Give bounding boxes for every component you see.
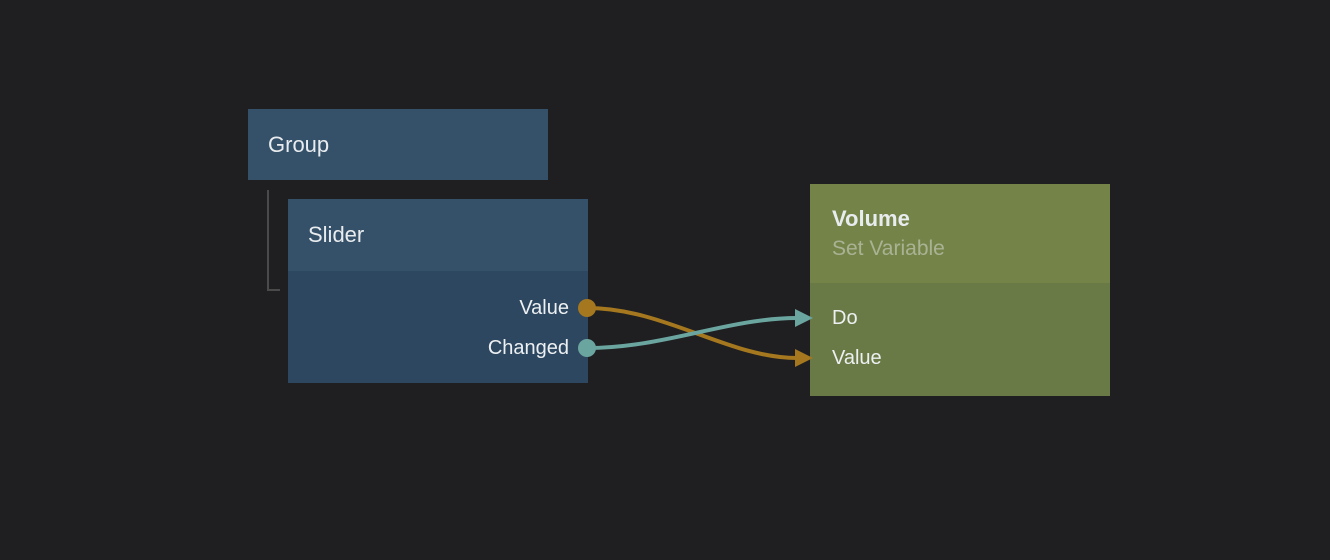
slider-node-header[interactable]: Slider [288, 199, 588, 271]
slider-output-port-changed-dot[interactable] [578, 339, 596, 357]
slider-output-label-value: Value [519, 297, 569, 319]
wire-slider-changed-to-volume-do[interactable] [585, 316, 799, 350]
group-child-connector-line [267, 190, 280, 291]
volume-node-subtitle: Set Variable [832, 237, 945, 260]
volume-input-label-value: Value [832, 347, 882, 369]
node-slider[interactable]: Slider Value Changed [288, 199, 588, 383]
slider-output-label-changed: Changed [487, 337, 569, 359]
group-node-title: Group [268, 131, 330, 157]
node-group[interactable]: Group [248, 109, 548, 180]
volume-node-header[interactable]: Volume Set Variable [810, 184, 1110, 283]
node-volume[interactable]: Volume Set Variable Do Value [810, 184, 1110, 396]
wire-arrowhead-volume-value [795, 349, 813, 367]
wire-arrowhead-volume-do [795, 309, 813, 327]
volume-input-label-do: Do [832, 307, 858, 329]
slider-node-title: Slider [308, 222, 365, 247]
volume-node-title: Volume [832, 206, 910, 231]
slider-output-port-value-dot[interactable] [578, 299, 596, 317]
